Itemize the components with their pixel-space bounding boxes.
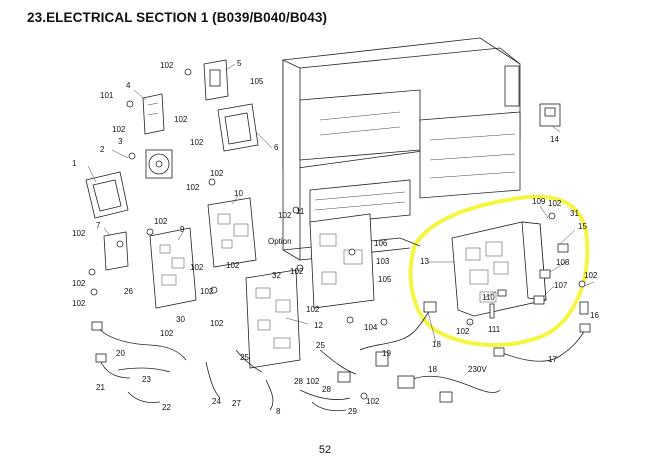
callout-23: 23 <box>142 375 151 384</box>
callout-4: 4 <box>126 81 131 90</box>
copier-frame <box>282 37 521 261</box>
callout-labels: 1 2 3 4 5 6 7 8 9 10 11 12 13 14 15 16 1… <box>72 59 599 416</box>
harness-230v <box>397 375 501 403</box>
part-23-harness <box>117 367 171 373</box>
callout-20: 20 <box>116 349 125 358</box>
callout-18a: 18 <box>432 340 441 349</box>
callout-109: 109 <box>532 197 546 206</box>
callout-8: 8 <box>276 407 281 416</box>
part-20-harness <box>91 321 187 361</box>
callout-102m: 102 <box>210 319 224 328</box>
callout-3: 3 <box>118 137 123 146</box>
callout-29: 29 <box>348 407 357 416</box>
callout-102k: 102 <box>160 329 174 338</box>
callout-102w: 102 <box>226 261 240 270</box>
callout-6: 6 <box>274 143 279 152</box>
callout-17: 17 <box>548 355 557 364</box>
callout-28a: 28 <box>294 377 303 386</box>
part-9-board <box>149 227 197 309</box>
callout-102j: 102 <box>154 217 168 226</box>
callout-110: 110 <box>482 293 495 302</box>
callout-102f: 102 <box>210 169 224 178</box>
callout-102o: 102 <box>290 267 304 276</box>
small-connectors <box>489 243 589 319</box>
page-title: 23.ELECTRICAL SECTION 1 (B039/B040/B043) <box>27 10 328 25</box>
voltage-label-230v: 230V <box>468 365 487 374</box>
callout-101: 101 <box>100 91 114 100</box>
callout-108: 108 <box>556 258 570 267</box>
callout-104: 104 <box>364 323 378 332</box>
callout-102i: 102 <box>72 299 86 308</box>
callout-28b: 28 <box>322 385 331 394</box>
callout-102u: 102 <box>456 327 470 336</box>
central-board <box>309 213 375 309</box>
part-17-harness <box>493 323 591 362</box>
callout-102c: 102 <box>174 115 188 124</box>
callout-7: 7 <box>96 221 101 230</box>
part-3-fan <box>145 149 173 179</box>
callout-5: 5 <box>237 59 242 68</box>
callout-102s: 102 <box>548 199 562 208</box>
callout-106: 106 <box>374 239 388 248</box>
callout-16: 16 <box>590 311 599 320</box>
callout-102a: 102 <box>160 61 174 70</box>
callout-14: 14 <box>550 135 559 144</box>
callout-102g: 102 <box>72 229 86 238</box>
part-10-board <box>207 197 257 268</box>
callout-26: 26 <box>124 287 133 296</box>
callout-18b: 18 <box>428 365 437 374</box>
callout-25a: 25 <box>240 353 249 362</box>
callout-102q: 102 <box>306 377 320 386</box>
callout-102l: 102 <box>200 287 214 296</box>
callout-21: 21 <box>96 383 105 392</box>
callout-9: 9 <box>180 225 185 234</box>
screws <box>88 68 586 400</box>
callout-111: 111 <box>488 325 501 334</box>
callout-15: 15 <box>578 222 587 231</box>
callout-11: 11 <box>296 207 305 216</box>
callout-1: 1 <box>72 159 77 168</box>
part-22-harness <box>127 391 161 403</box>
leader-lines <box>87 63 595 344</box>
callout-24: 24 <box>212 397 221 406</box>
part-4-bracket <box>142 93 165 135</box>
lower-harnesses <box>205 349 389 412</box>
callout-102d: 102 <box>190 138 204 147</box>
part-13-power-supply <box>451 221 547 317</box>
option-label: Option <box>268 237 292 246</box>
part-5-bracket <box>203 59 229 101</box>
callout-12: 12 <box>314 321 323 330</box>
callout-19: 19 <box>382 349 391 358</box>
callout-10: 10 <box>234 189 243 198</box>
callout-2: 2 <box>100 145 105 154</box>
part-7-bracket <box>103 231 129 271</box>
callout-102b: 102 <box>112 125 126 134</box>
callout-22: 22 <box>162 403 171 412</box>
part-18-harness <box>359 301 437 351</box>
callout-30: 30 <box>176 315 185 324</box>
part-6-box <box>217 103 259 152</box>
part-21-harness <box>95 353 131 379</box>
callout-31: 31 <box>570 209 579 218</box>
callout-102n: 102 <box>278 211 292 220</box>
callout-102r: 102 <box>366 397 380 406</box>
callout-25b: 25 <box>316 341 325 350</box>
part-14-switch <box>539 103 561 127</box>
part-1-bracket <box>85 171 129 219</box>
callout-27: 27 <box>232 399 241 408</box>
page-number: 52 <box>318 444 332 456</box>
callout-102p: 102 <box>306 305 320 314</box>
callout-105b: 105 <box>378 275 392 284</box>
part-12-board <box>245 269 301 369</box>
callout-102e: 102 <box>186 183 200 192</box>
callout-13: 13 <box>420 257 429 266</box>
callout-102h: 102 <box>72 279 86 288</box>
callout-103: 103 <box>376 257 390 266</box>
callout-32: 32 <box>272 271 281 280</box>
callout-102t: 102 <box>584 271 598 280</box>
callout-102v: 102 <box>190 263 204 272</box>
callout-105a: 105 <box>250 77 264 86</box>
callout-107: 107 <box>554 281 568 290</box>
